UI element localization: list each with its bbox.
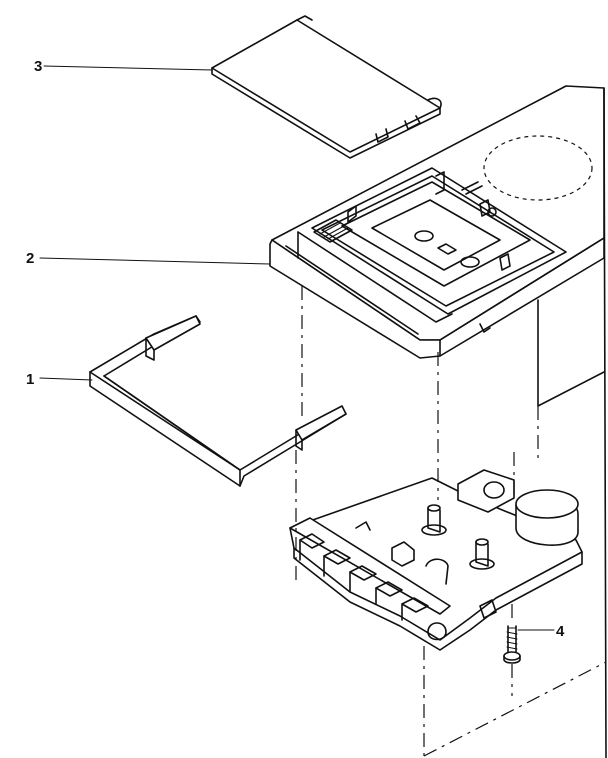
callout-labels: 3 2 1 4 xyxy=(26,58,565,640)
part-4-mounting-screw xyxy=(503,625,521,664)
leader-lines xyxy=(39,65,555,631)
callout-2-label: 2 xyxy=(26,250,34,267)
part-1-cassette-door-frame xyxy=(89,315,347,487)
callout-4-label: 4 xyxy=(556,623,565,640)
assembly-lines xyxy=(295,286,607,757)
part-2-cabinet-top-panel xyxy=(269,85,607,758)
callout-1-label: 1 xyxy=(26,371,34,388)
callout-3-label: 3 xyxy=(34,58,42,75)
cassette-mechanism xyxy=(289,469,583,651)
part-3-cassette-lid xyxy=(211,15,442,159)
